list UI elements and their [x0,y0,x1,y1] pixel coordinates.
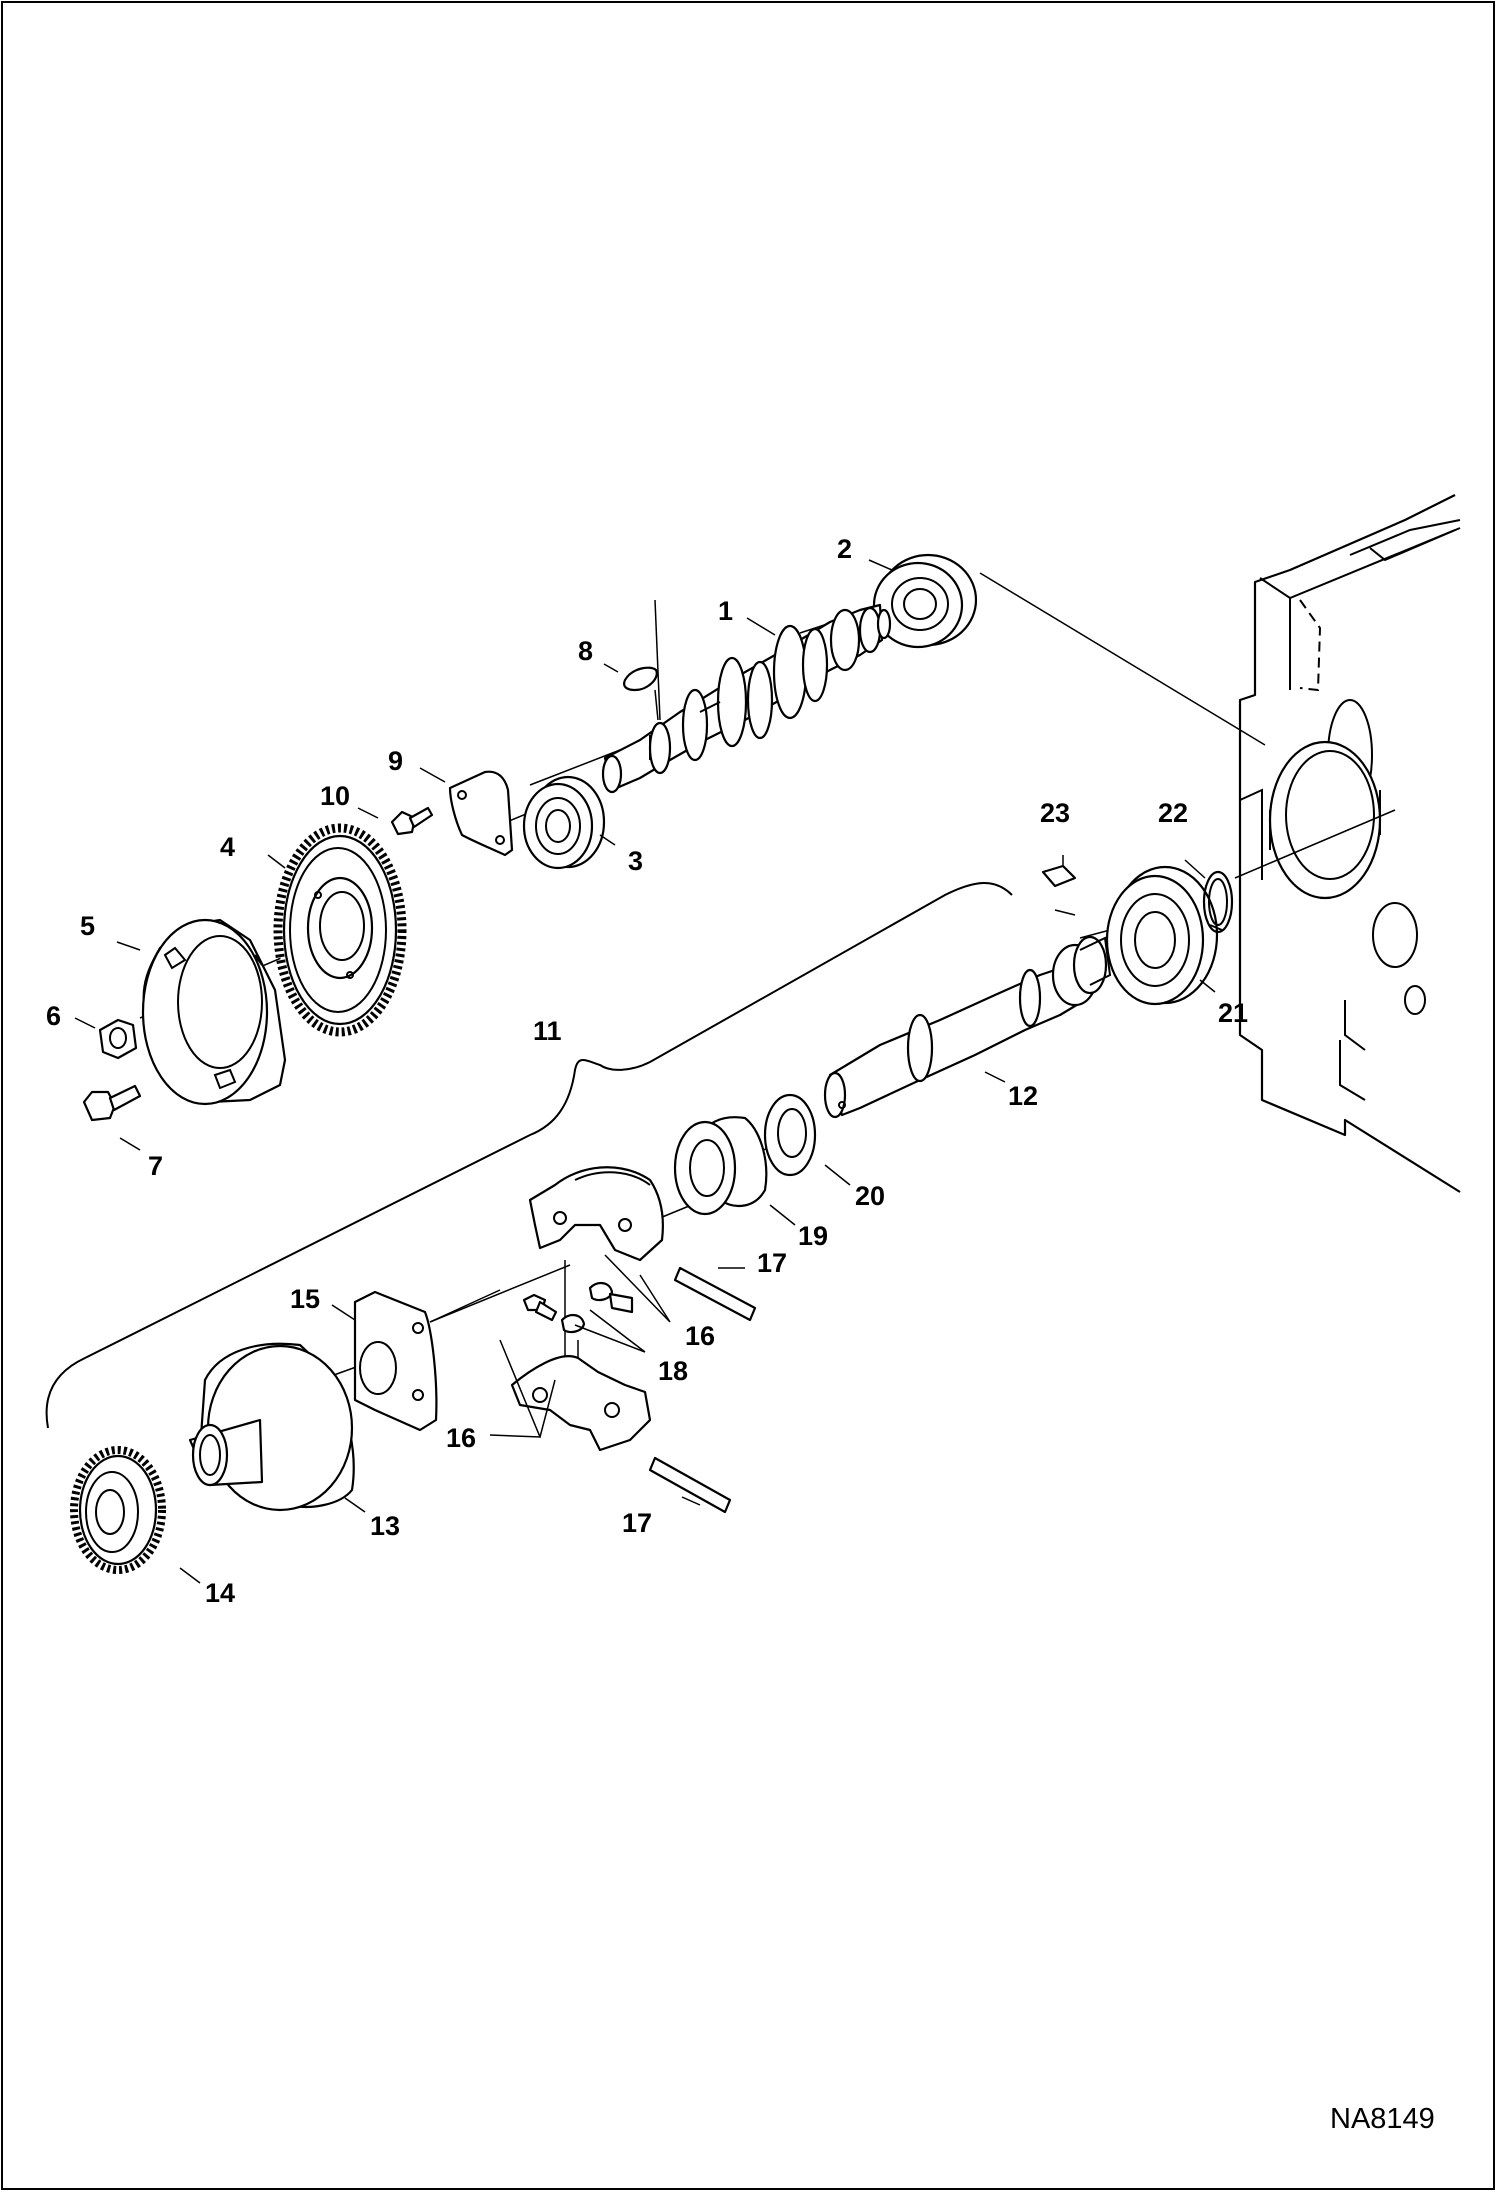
callout-21: 21 [1218,998,1248,1028]
bearing-21 [1105,865,1219,1006]
governor-weight-16-lower [510,1355,652,1452]
callout-16-upper: 16 [685,1321,715,1351]
governor-shaft-12 [823,935,1112,1119]
callout-leaders [74,559,1216,1584]
bolt-7 [82,1084,142,1122]
callout-1: 1 [718,596,733,626]
washer-20 [763,1093,817,1177]
callout-23: 23 [1040,798,1070,828]
callout-4: 4 [220,832,235,862]
bearing-3 [522,775,606,870]
hub-5 [141,918,287,1106]
snap-ring-22 [1202,870,1234,934]
callout-9: 9 [388,746,403,776]
pin-17-upper [673,1266,757,1322]
callout-17-lower: 17 [622,1508,652,1538]
key-8 [623,666,658,692]
callout-8: 8 [578,636,593,666]
rollers-18 [522,1282,634,1334]
sleeve-19 [673,1116,768,1216]
callout-16-lower: 16 [446,1423,476,1453]
callout-labels: 1 2 3 4 5 6 7 8 9 10 11 12 13 14 15 16 1… [46,534,1248,1608]
bolt-10 [390,806,434,836]
callout-11: 11 [533,1016,562,1046]
housing-13 [188,1342,355,1512]
nut-6 [98,1018,138,1060]
callout-7: 7 [148,1151,163,1181]
callout-19: 19 [798,1221,828,1251]
callout-13: 13 [370,1511,400,1541]
engine-block [1238,494,1461,1193]
callout-22: 22 [1158,798,1188,828]
callout-18: 18 [658,1356,688,1386]
callout-3: 3 [628,846,643,876]
pin-17-lower [648,1456,732,1514]
figure-id: NA8149 [1330,2103,1435,2135]
assembly-bracket [45,882,1013,1429]
governor-weight-16-upper [528,1166,664,1262]
callout-15: 15 [290,1284,320,1314]
camshaft-1 [601,603,892,794]
callout-17-upper: 17 [757,1248,787,1278]
callout-5: 5 [80,911,95,941]
holder-15 [353,1290,438,1432]
callout-10: 10 [320,781,350,811]
callout-12: 12 [1008,1081,1038,1111]
gear-14 [70,1446,166,1574]
callout-14: 14 [205,1578,235,1608]
set-screw-23 [1041,864,1077,888]
bearing-2 [872,553,978,649]
callout-6: 6 [46,1001,61,1031]
callout-2: 2 [837,534,852,564]
gear-4 [273,823,407,1037]
callout-20: 20 [855,1181,885,1211]
